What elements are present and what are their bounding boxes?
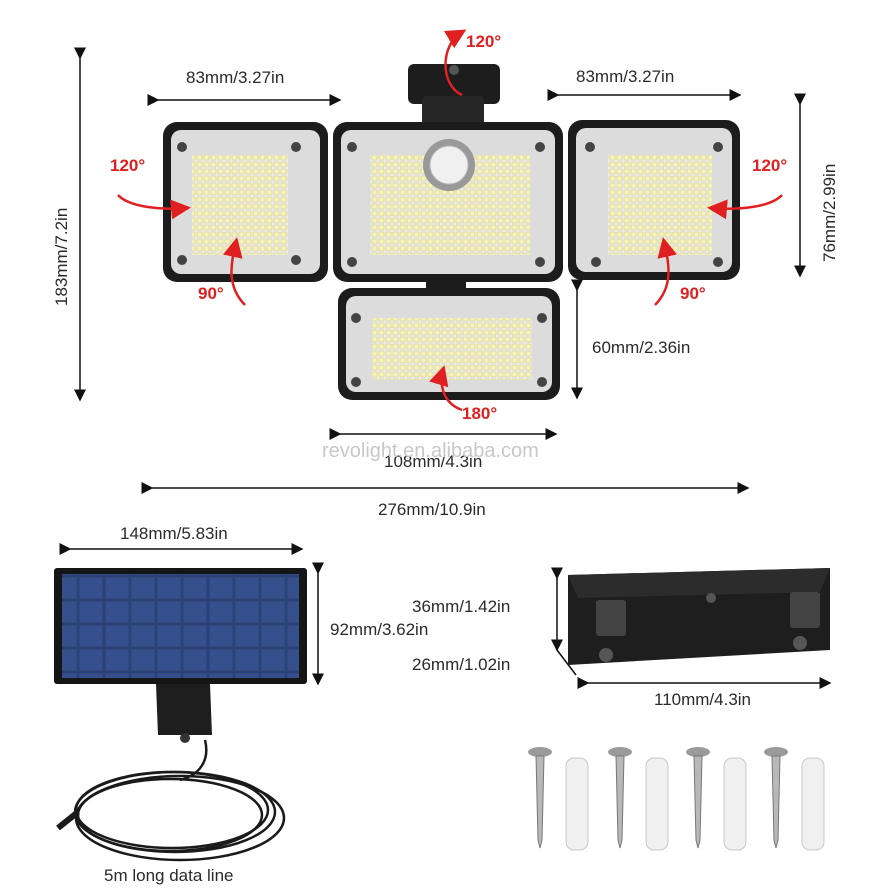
bracket-depth-label: 26mm/1.02in — [412, 655, 511, 674]
left-vertical-rotation-label: 90° — [198, 284, 224, 303]
cable-length-label: 5m long data line — [104, 866, 234, 885]
dimension-lines — [59, 47, 832, 689]
left-horizontal-rotation-label: 120° — [110, 156, 146, 175]
watermark: revolight.en.alibaba.com — [322, 440, 539, 462]
solar-height-label: 92mm/3.62in — [330, 620, 429, 639]
right-vertical-rotation-label: 90° — [680, 284, 706, 303]
right-horizontal-rotation-label: 120° — [752, 156, 788, 175]
right-panel-width-label: 83mm/3.27in — [576, 67, 675, 86]
cable-coil — [56, 739, 286, 862]
left-panel-width-label: 83mm/3.27in — [186, 68, 285, 87]
right-light-panel — [568, 120, 740, 280]
bracket-width-label: 110mm/4.3in — [654, 690, 752, 709]
bracket-height-label: 36mm/1.42in — [412, 597, 511, 616]
top-rotation-label: 120° — [466, 32, 502, 51]
side-panel-height-label: 76mm/2.99in — [820, 163, 839, 262]
bottom-rotation-label: 180° — [462, 404, 498, 423]
total-width-label: 276mm/10.9in — [378, 500, 486, 519]
bottom-light-panel — [338, 282, 560, 400]
left-light-panel — [163, 122, 328, 282]
center-light-panel — [333, 122, 563, 282]
bottom-panel-width-label: 108mm/4.3in — [384, 452, 483, 471]
total-height-label: 183mm/7.2in — [52, 207, 71, 306]
rotation-arrows — [117, 29, 783, 412]
screws-and-anchors — [528, 747, 825, 851]
solar-width-label: 148mm/5.83in — [120, 524, 228, 543]
mount-bracket — [568, 568, 830, 665]
solar-panel — [54, 568, 307, 743]
top-mount — [408, 64, 500, 126]
bottom-panel-height-label: 60mm/2.36in — [592, 338, 691, 357]
